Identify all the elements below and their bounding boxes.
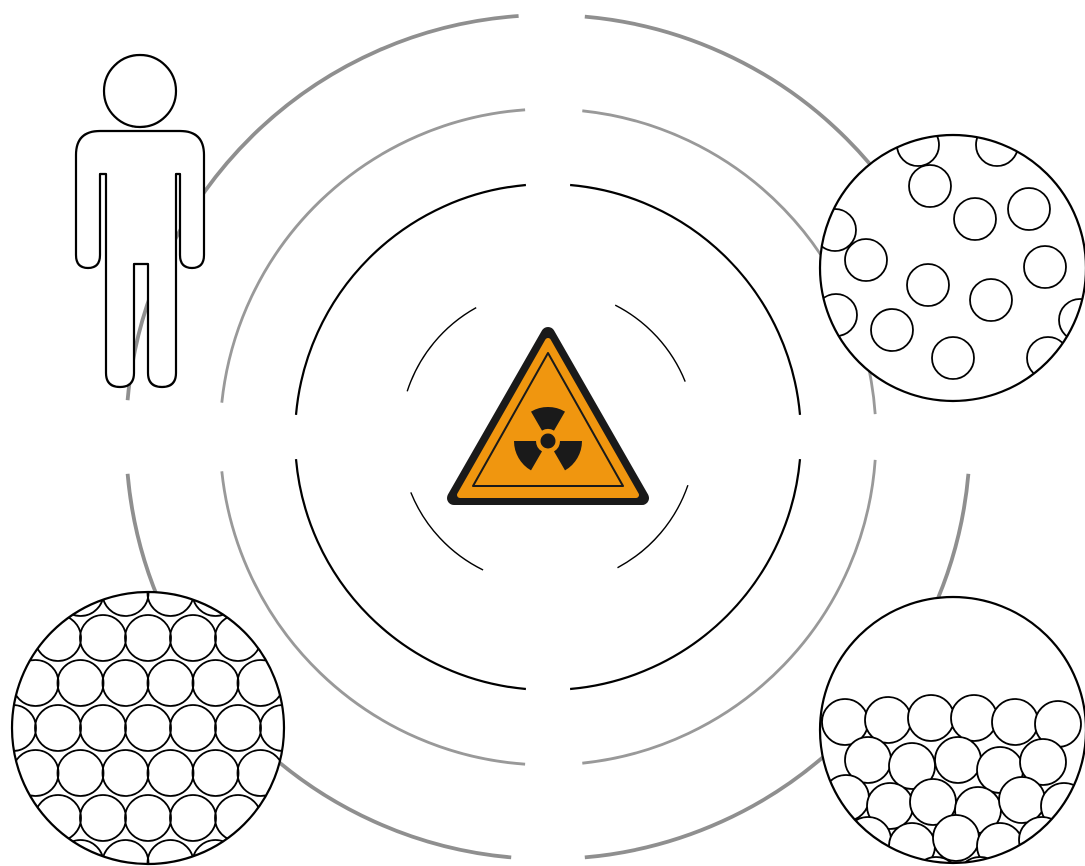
- solid-particle: [238, 840, 284, 866]
- ring-1-arc-4: [407, 308, 476, 392]
- liquid-particle: [951, 695, 997, 741]
- solid-particle: [283, 660, 329, 706]
- solid-particle: [0, 795, 36, 841]
- solid-particle: [328, 570, 374, 616]
- ring-3-arc-4: [222, 110, 525, 403]
- liquid-particle: [1001, 857, 1047, 866]
- solid-particle: [328, 840, 374, 866]
- radiation-warning-icon: [454, 334, 642, 498]
- liquid-particles-icon: [820, 597, 1085, 866]
- liquid-particle: [999, 777, 1045, 823]
- liquid-particle: [869, 857, 915, 866]
- solid-particle: [328, 750, 374, 796]
- person-icon: [76, 55, 204, 387]
- liquid-particle: [908, 695, 954, 741]
- ring-1-arc-1: [615, 305, 685, 382]
- liquid-particle: [845, 817, 891, 863]
- liquid-particle: [935, 737, 981, 783]
- person-body: [76, 131, 204, 387]
- solid-particle: [260, 795, 306, 841]
- solid-particle: [0, 615, 36, 661]
- gas-particles-icon: [814, 124, 1085, 401]
- solid-particle: [0, 750, 14, 796]
- liquid-particle: [933, 815, 979, 861]
- solid-particle: [283, 750, 329, 796]
- solid-particle: [13, 570, 59, 616]
- liquid-particle: [992, 699, 1038, 745]
- solid-particle: [305, 705, 351, 751]
- solid-particle: [305, 795, 351, 841]
- solid-particle: [0, 840, 14, 866]
- solid-particle: [283, 570, 329, 616]
- solid-particle: [305, 615, 351, 661]
- solid-particle: [13, 840, 59, 866]
- solid-particle: [0, 660, 14, 706]
- solid-particles-icon: [0, 570, 374, 866]
- solid-particle: [0, 570, 14, 616]
- liquid-particle: [865, 697, 911, 743]
- solid-particle: [283, 840, 329, 866]
- solid-particle: [260, 615, 306, 661]
- person-head: [104, 55, 176, 127]
- trefoil-center: [541, 434, 556, 449]
